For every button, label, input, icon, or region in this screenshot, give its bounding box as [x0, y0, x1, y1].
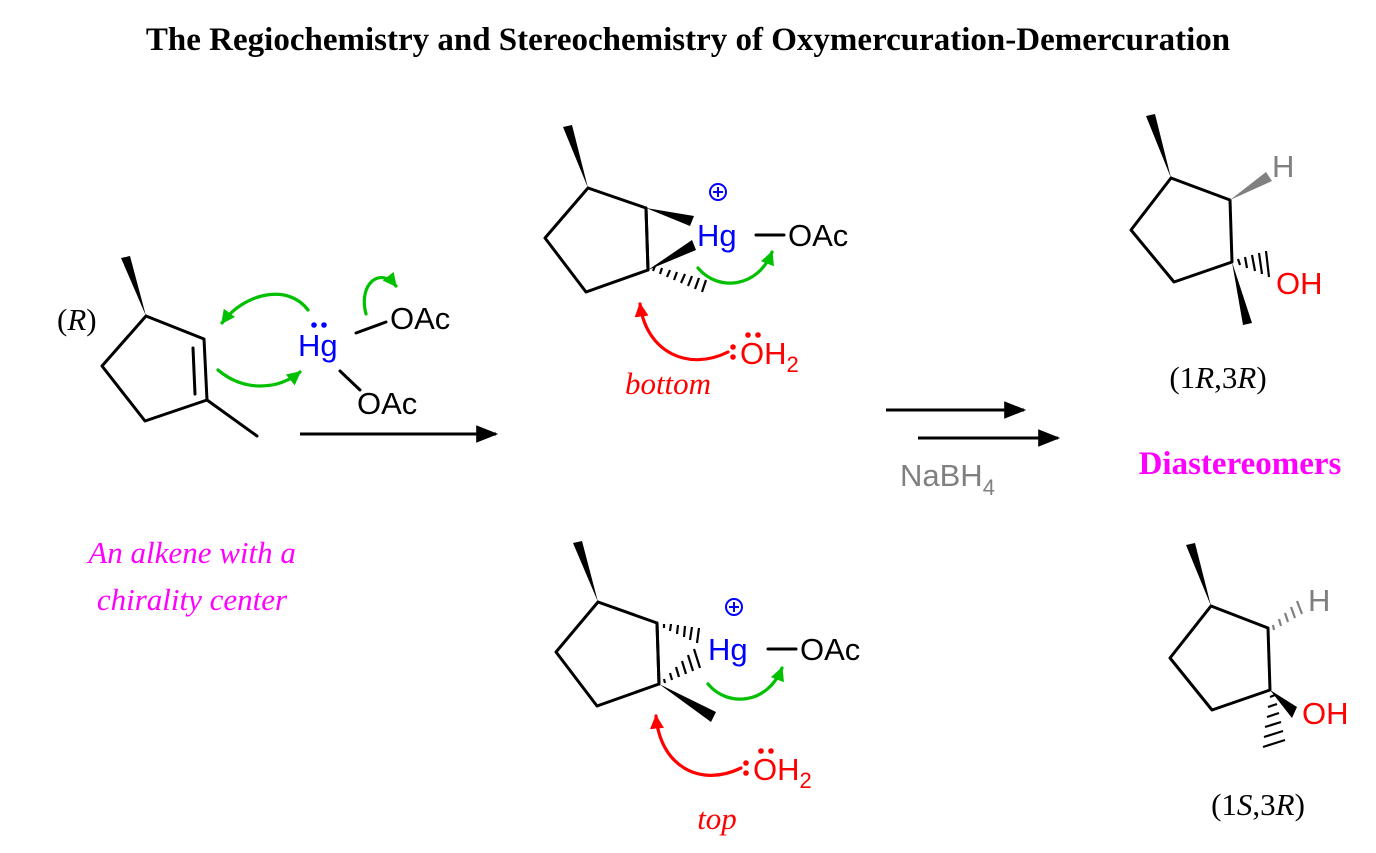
curved-arrow-green	[362, 271, 398, 316]
lone-pair-dot	[730, 354, 736, 360]
wedge-bond	[121, 256, 146, 316]
mercurinium-intermediate-upper	[543, 125, 708, 294]
wedge-bond	[1230, 172, 1272, 200]
positive-charge-icon	[709, 183, 727, 201]
reagent-mercury: Hg	[298, 328, 338, 363]
product2-oh-label: OH	[1302, 696, 1349, 731]
reagent-nabh4: NaBH4	[900, 458, 995, 500]
mercurinium-intermediate-lower	[554, 541, 716, 722]
wedge-bond	[659, 684, 716, 722]
curved-arrow-red	[650, 714, 743, 777]
curved-arrow-green	[706, 666, 784, 701]
reagent-ligand-oac-1: OAc	[390, 301, 450, 336]
product1-oh-label: OH	[1276, 266, 1323, 301]
reagent-ligand-oac-2: OAc	[357, 386, 417, 421]
lone-pair-dot	[321, 322, 327, 328]
lone-pair-dot	[743, 760, 749, 766]
wedge-bond	[1186, 543, 1211, 606]
wedge-bond	[646, 208, 694, 226]
wedge-bond	[1146, 114, 1171, 178]
water-nucleophile-lower: OH2	[753, 752, 812, 793]
curved-arrow-green	[216, 368, 302, 388]
intermediate-lower-ligand-oac: OAc	[800, 632, 860, 667]
water-nucleophile-upper: OH2	[740, 336, 799, 377]
positive-charge-icon	[725, 598, 743, 616]
product-1R3R	[1129, 114, 1272, 325]
intermediate-upper-ligand-oac: OAc	[788, 218, 848, 253]
page-title: The Regiochemistry and Stereochemistry o…	[146, 22, 1230, 58]
reactant-configuration-label: (R)	[57, 302, 97, 337]
attack-face-label-upper: bottom	[625, 366, 711, 401]
product1-h-label: H	[1272, 149, 1294, 184]
intermediate-lower-mercury: Hg	[708, 632, 748, 667]
product2-configuration: (1S,3R)	[1211, 787, 1305, 822]
product2-h-label: H	[1308, 583, 1330, 618]
wedge-bond	[563, 125, 588, 188]
wedge-bond	[573, 541, 598, 602]
diastereomers-label: Diastereomers	[1139, 446, 1342, 482]
product-1S3R	[1168, 543, 1304, 749]
wedge-bond	[1270, 690, 1297, 718]
curved-arrow-red	[634, 302, 730, 362]
intermediate-upper-mercury: Hg	[697, 218, 737, 253]
reactant-caption: An alkene with a chirality center	[86, 535, 303, 617]
attack-face-label-lower: top	[697, 801, 737, 836]
lone-pair-dot	[755, 332, 761, 338]
lone-pair-dot	[311, 322, 317, 328]
reactant-molecule	[100, 256, 259, 438]
curved-arrow-green	[696, 250, 774, 285]
lone-pair-dot	[743, 770, 749, 776]
curved-arrow-green	[220, 292, 310, 325]
lone-pair-dot	[745, 332, 751, 338]
lone-pair-dot	[768, 748, 774, 754]
lone-pair-dot	[758, 748, 764, 754]
wedge-bond	[648, 240, 696, 270]
product1-configuration: (1R,3R)	[1169, 360, 1266, 395]
wedge-bond	[1232, 262, 1252, 325]
lone-pair-dot	[730, 344, 736, 350]
